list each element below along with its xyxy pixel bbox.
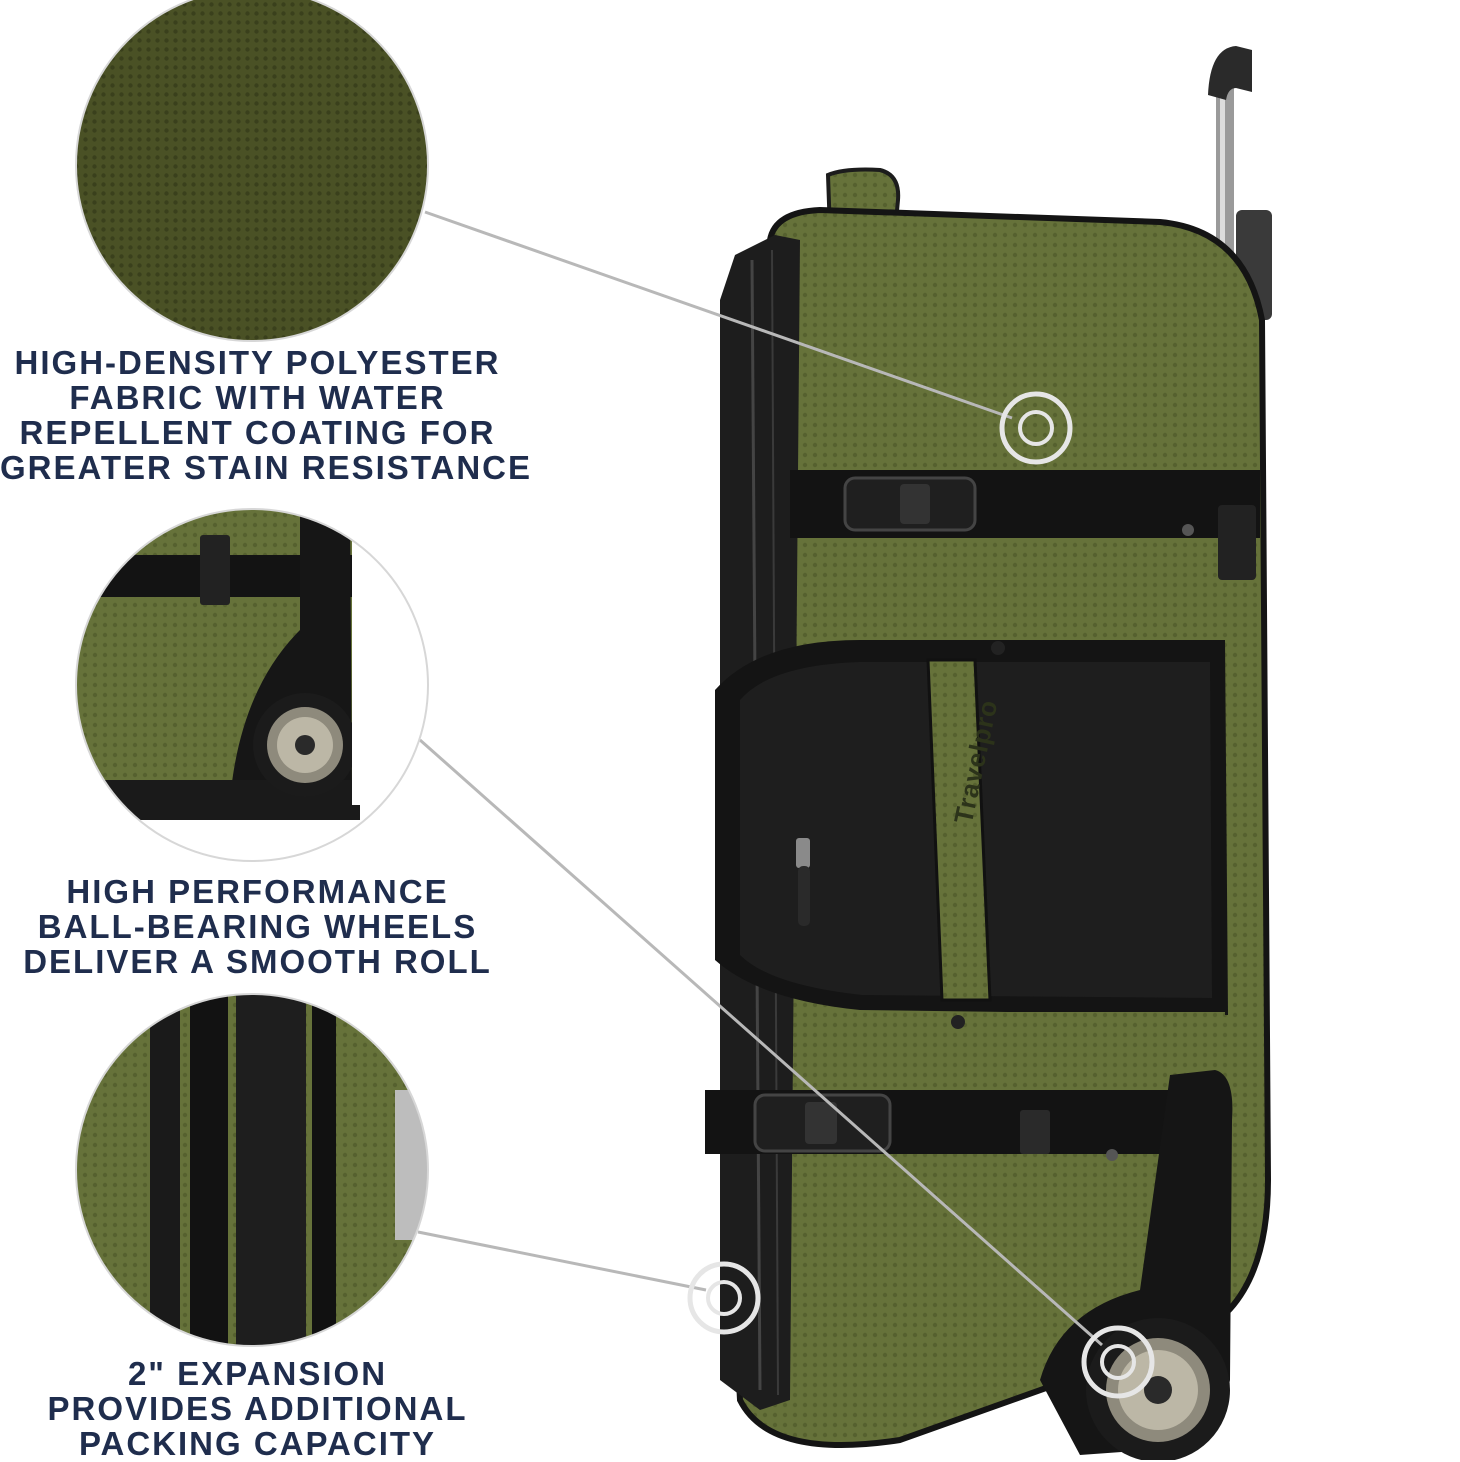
callout-target-fabric (999, 391, 1073, 465)
caption-line: REPELLENT COATING FOR (19, 414, 496, 451)
caption-line: GREATER STAIN RESISTANCE (0, 449, 533, 486)
caption-line: HIGH PERFORMANCE (66, 873, 449, 910)
wheel (1086, 1318, 1230, 1460)
caption-line: PROVIDES ADDITIONAL (47, 1390, 468, 1427)
telescoping-handle (1208, 46, 1272, 320)
caption-line: PACKING CAPACITY (78, 1425, 437, 1462)
feature-caption-fabric: HIGH-DENSITY POLYESTER FABRIC WITH WATER… (0, 344, 533, 486)
detail-circle-wheels (75, 508, 429, 862)
caption-line: DELIVER A SMOOTH ROLL (23, 943, 492, 980)
upper-compression-strap (790, 470, 1260, 580)
callout-target-expansion (687, 1261, 761, 1335)
caption-line: HIGH-DENSITY POLYESTER (14, 344, 501, 381)
zipper-pull (796, 838, 810, 926)
detail-circle-fabric (75, 0, 429, 342)
caption-line: FABRIC WITH WATER (69, 379, 446, 416)
detail-circle-expansion (75, 993, 429, 1347)
callout-lines (417, 210, 1103, 1347)
caption-line: BALL-BEARING WHEELS (37, 908, 478, 945)
logo-strap (926, 658, 992, 1002)
feature-caption-wheels: HIGH PERFORMANCE BALL-BEARING WHEELS DEL… (0, 874, 515, 979)
lower-compression-strap (705, 1090, 1195, 1161)
feature-caption-expansion: 2" EXPANSION PROVIDES ADDITIONAL PACKING… (0, 1356, 515, 1461)
callout-target-wheels (1081, 1325, 1155, 1399)
caption-line: 2" EXPANSION (127, 1355, 388, 1392)
